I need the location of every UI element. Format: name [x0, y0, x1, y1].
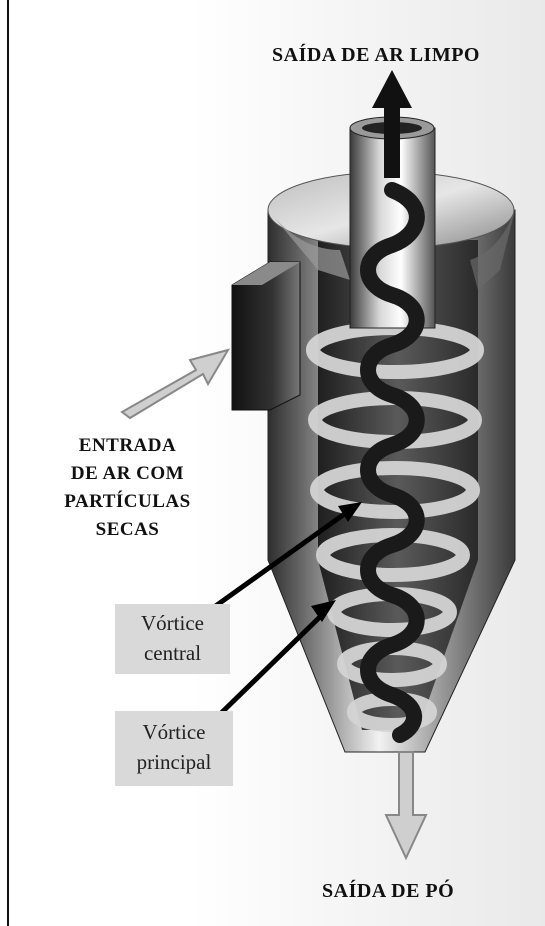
dust-outlet-arrow: [386, 752, 426, 858]
dust-outlet-label: SAÍDA DE PÓ: [322, 880, 454, 903]
inlet-label-line: DE AR COM: [45, 460, 210, 488]
inlet-label: ENTRADA DE AR COM PARTÍCULAS SECAS: [45, 432, 210, 544]
central-vortex-label: Vórtice central: [115, 604, 230, 674]
main-vortex-label: Vórtice principal: [115, 711, 233, 786]
main-vortex-label-line: principal: [115, 747, 233, 777]
main-vortex-label-line: Vórtice: [115, 717, 233, 747]
inlet-arrow: [122, 350, 228, 418]
central-vortex-label-line: central: [115, 638, 230, 668]
inlet-label-line: SECAS: [45, 516, 210, 544]
clean-air-outlet-label: SAÍDA DE AR LIMPO: [272, 44, 480, 67]
central-vortex-label-line: Vórtice: [115, 608, 230, 638]
inlet-label-line: ENTRADA: [45, 432, 210, 460]
inlet-label-line: PARTÍCULAS: [45, 488, 210, 516]
